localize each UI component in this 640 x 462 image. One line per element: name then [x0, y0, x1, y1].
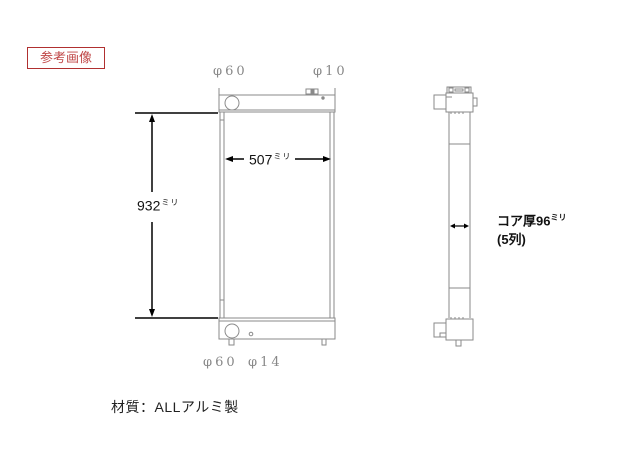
rows-label: (5列)	[497, 232, 526, 248]
height-value: 932	[137, 197, 161, 214]
bottom-left-port-label: φ60	[203, 355, 238, 370]
front-view	[218, 88, 336, 346]
width-dimension	[225, 156, 331, 162]
top-right-port-label: φ10	[313, 64, 348, 79]
height-measurement: 932ミリ	[137, 197, 179, 214]
width-measurement: 507ミリ	[249, 151, 291, 168]
material-label: 材質：ALLアルミ製	[111, 399, 239, 415]
top-left-port-label: φ60	[213, 64, 248, 79]
height-unit: ミリ	[161, 198, 180, 207]
bottom-mid-port-label: φ14	[248, 355, 283, 370]
height-dimension	[135, 112, 218, 319]
core-thickness-unit: ミリ	[550, 213, 567, 222]
width-unit: ミリ	[273, 152, 292, 161]
reference-image-label: 参考画像	[27, 47, 105, 69]
width-value: 507	[249, 151, 273, 168]
core-thickness-dimension	[450, 223, 469, 229]
core-thickness-text: コア厚96	[497, 213, 551, 229]
core-thickness-label: コア厚96ミリ (5列)	[497, 208, 566, 249]
side-view	[433, 86, 478, 347]
